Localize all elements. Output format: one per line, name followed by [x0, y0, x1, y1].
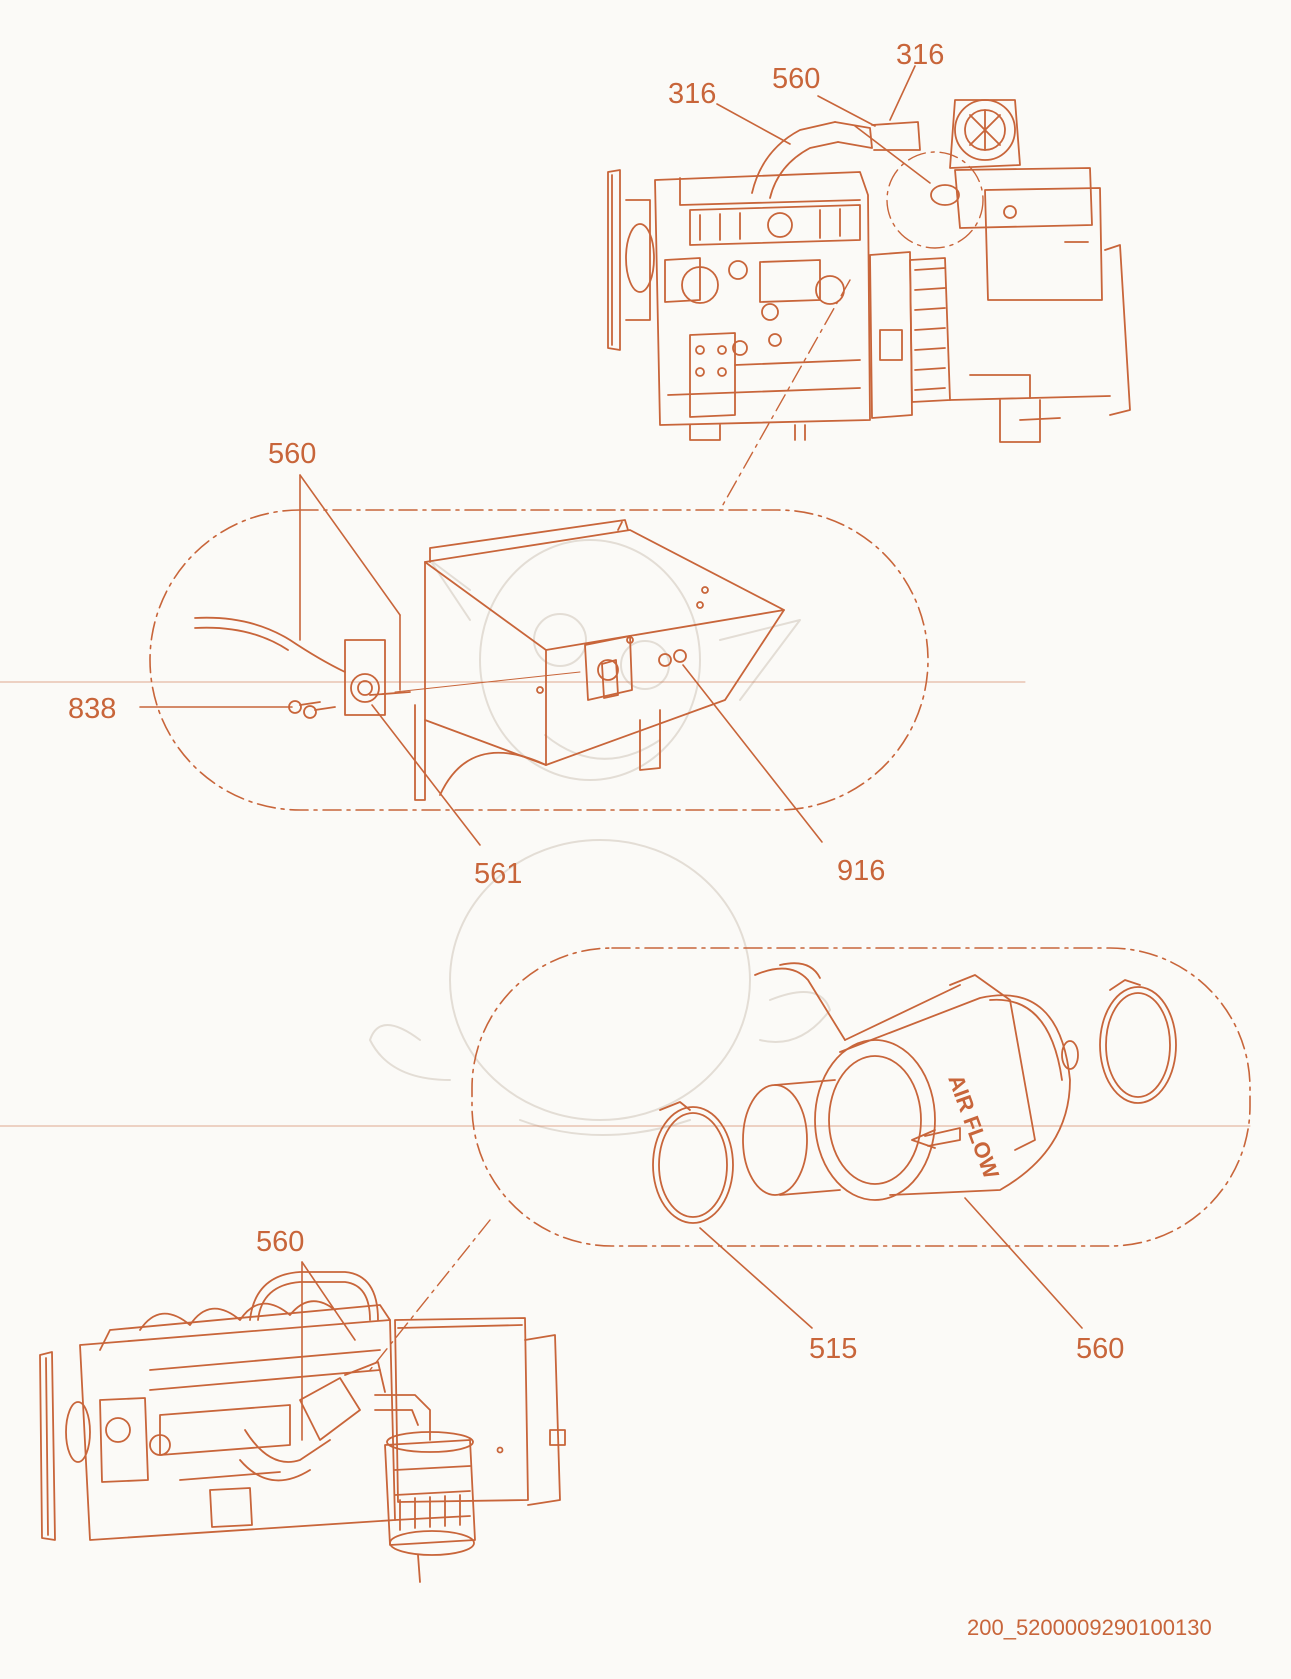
bottom-engine-assembly	[39, 1271, 566, 1583]
callout-560-low-right: 560	[1076, 1333, 1124, 1365]
callout-leaders	[139, 65, 1083, 1441]
callout-316-right: 316	[896, 39, 944, 71]
air-flow-label: AIR FLOW	[943, 1071, 1004, 1182]
callout-316-left: 316	[668, 78, 716, 110]
callout-916: 916	[837, 855, 885, 887]
watermark-mascot	[369, 539, 831, 1136]
top-detail-leader	[719, 279, 851, 511]
mid-detail-bracket	[194, 519, 785, 801]
low-detail-leader	[369, 1219, 491, 1371]
callout-838: 838	[68, 693, 116, 725]
document-id: 200_5200009290100130	[967, 1615, 1212, 1640]
callout-515: 515	[809, 1333, 857, 1365]
callout-560-top: 560	[772, 63, 820, 95]
mid-detail-frame	[149, 509, 929, 811]
callout-560-mid: 560	[268, 438, 316, 470]
callout-560-bottom: 560	[256, 1226, 304, 1258]
top-engine-assembly	[607, 99, 1131, 443]
low-detail-frame	[471, 947, 1251, 1247]
callout-561: 561	[474, 858, 522, 890]
low-detail-silencer	[652, 962, 1177, 1224]
